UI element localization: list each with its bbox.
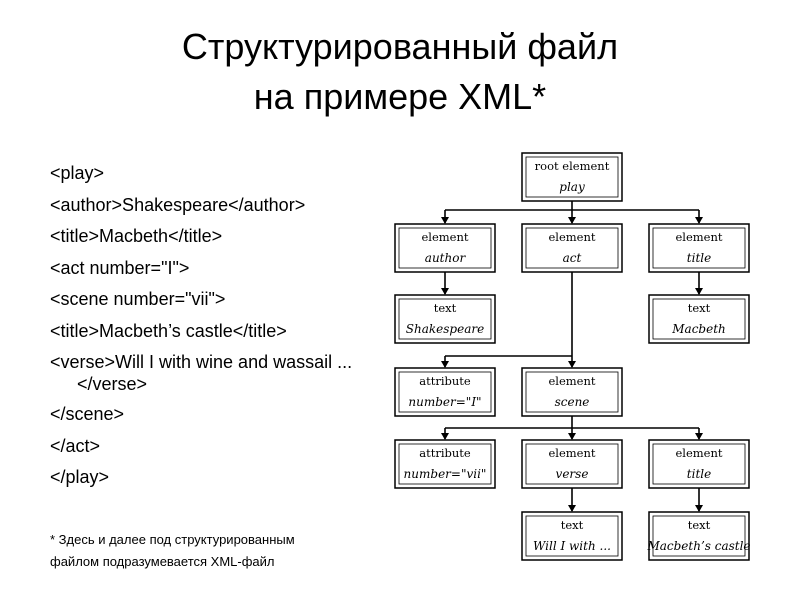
tree-edge-arrowhead — [441, 361, 449, 368]
tree-node-title1: element title — [648, 223, 750, 273]
tree-node-inner-box — [652, 443, 746, 485]
tree-edge-arrowhead — [568, 217, 576, 224]
tree-node-type-label: element — [675, 230, 722, 244]
tree-node-value-label: title — [687, 251, 711, 265]
tree-node-type-label: text — [561, 518, 584, 532]
xml-code-listing: <play> <author>Shakespeare</author> <tit… — [50, 162, 380, 498]
tree-node-box — [394, 439, 496, 489]
tree-node-inner-box — [525, 371, 619, 413]
tree-node-type-label: root element — [535, 159, 610, 173]
tree-node-inner-box — [525, 227, 619, 269]
tree-edge-arrowhead — [441, 288, 449, 295]
tree-edge-arrowhead — [441, 433, 449, 440]
tree-node-value-label: Shakespeare — [406, 322, 484, 336]
tree-nodes: root elementplayelementauthorelementacte… — [394, 152, 751, 561]
tree-node-verse: element verse — [521, 439, 623, 489]
code-line: </act> — [50, 435, 101, 456]
tree-node-box — [521, 223, 623, 273]
tree-node-box — [521, 152, 623, 202]
tree-edge-arrowhead — [441, 217, 449, 224]
tree-node-box — [394, 367, 496, 417]
slide-title-line-2: на примере XML* — [253, 76, 547, 117]
tree-edge-arrowhead — [568, 505, 576, 512]
tree-node-author: element author — [394, 223, 496, 273]
code-line: <verse>Will I with wine and wassail ...<… — [50, 352, 353, 394]
tree-node-type-label: text — [688, 518, 711, 532]
tree-node-box — [648, 223, 750, 273]
slide-title-line-1: Структурированный файл — [181, 26, 619, 67]
tree-node-value-label: number="I" — [408, 395, 481, 409]
tree-node-value-label: Will I with ... — [533, 539, 611, 553]
tree-edge-arrowhead — [695, 433, 703, 440]
tree-node-inner-box — [525, 443, 619, 485]
code-line: <play> — [50, 163, 105, 183]
code-line: <title>Macbeth’s castle</title> — [50, 320, 287, 341]
slide-title: Структурированный файл на примере XML* — [0, 22, 800, 122]
tree-node-inner-box — [398, 371, 492, 413]
tree-node-inner-box — [398, 227, 492, 269]
tree-node-type-label: element — [548, 446, 595, 460]
code-line: <act number="I"> — [50, 257, 190, 278]
tree-node-box — [648, 511, 750, 561]
tree-node-box — [521, 511, 623, 561]
tree-node-box — [648, 439, 750, 489]
code-line: </scene> — [50, 404, 125, 424]
tree-node-scene: element scene — [521, 367, 623, 417]
footnote-line-1: * Здесь и далее под структурированным — [50, 532, 295, 547]
tree-edge-arrowhead — [695, 217, 703, 224]
footnote: * Здесь и далее под структурированным фа… — [50, 529, 380, 573]
tree-node-type-label: text — [434, 301, 457, 315]
tree-node-box — [394, 294, 496, 344]
code-line: <scene number="vii"> — [50, 289, 226, 309]
tree-node-box — [521, 367, 623, 417]
tree-node-inner-box — [525, 156, 619, 198]
code-line: <author>Shakespeare</author> — [50, 194, 306, 215]
tree-node-type-label: element — [548, 374, 595, 388]
tree-node-box — [648, 294, 750, 344]
tree-node-attr-act: attribute number="I" — [394, 367, 496, 417]
tree-node-type-label: attribute — [419, 446, 471, 460]
tree-node-value-label: act — [563, 251, 582, 265]
tree-edge-arrowhead — [568, 361, 576, 368]
footnote-line-2: файлом подразумевается XML-файл — [50, 554, 275, 569]
tree-node-inner-box — [398, 298, 492, 340]
tree-node-inner-box — [652, 298, 746, 340]
tree-edge-arrowhead — [695, 505, 703, 512]
tree-node-type-label: attribute — [419, 374, 471, 388]
tree-node-root: root element play — [521, 152, 623, 202]
tree-node-title2: element title — [648, 439, 750, 489]
tree-node-value-label: scene — [555, 395, 590, 409]
tree-node-value-label: number="vii" — [404, 467, 487, 481]
tree-node-inner-box — [525, 515, 619, 557]
code-line: <title>Macbeth</title> — [50, 226, 223, 246]
tree-node-type-label: text — [688, 301, 711, 315]
tree-node-box — [521, 439, 623, 489]
tree-node-inner-box — [652, 515, 746, 557]
tree-node-act: element act — [521, 223, 623, 273]
tree-edge-arrowhead — [695, 288, 703, 295]
tree-node-inner-box — [398, 443, 492, 485]
tree-node-box — [394, 223, 496, 273]
tree-node-value-label: Macbeth — [671, 322, 726, 336]
tree-node-value-label: Macbeth’s castle — [646, 539, 750, 553]
tree-node-inner-box — [652, 227, 746, 269]
tree-node-type-label: element — [421, 230, 468, 244]
tree-node-value-label: verse — [556, 467, 589, 481]
tree-edge-arrowhead — [568, 433, 576, 440]
tree-node-attr-scene: attribute number="vii" — [394, 439, 496, 489]
tree-node-value-label: play — [559, 180, 585, 194]
tree-node-type-label: element — [548, 230, 595, 244]
tree-node-value-label: author — [425, 251, 467, 265]
tree-edges — [441, 201, 703, 512]
tree-node-value-label: title — [687, 467, 711, 481]
tree-node-type-label: element — [675, 446, 722, 460]
code-line: </play> — [50, 467, 110, 487]
